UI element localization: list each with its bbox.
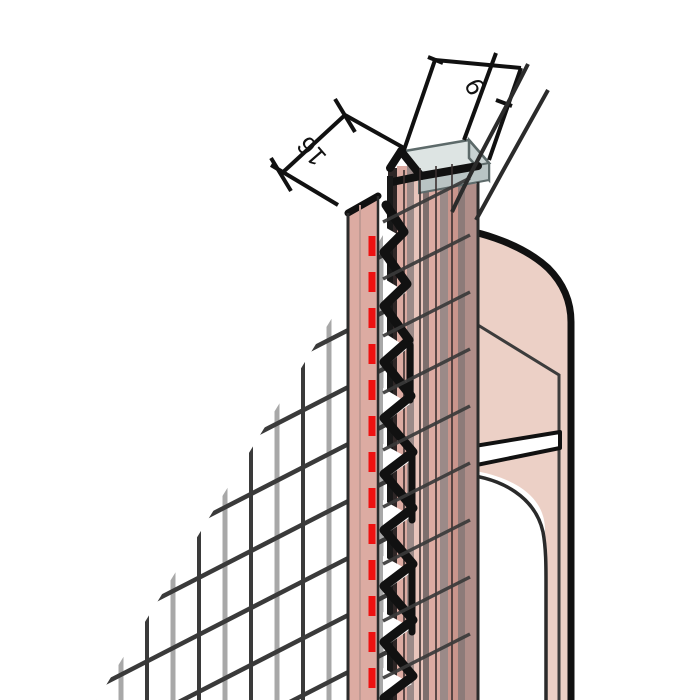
left-render-slab <box>344 192 382 700</box>
mesh-front-overlay <box>382 176 471 680</box>
cutaway-break-curve <box>454 472 548 700</box>
mesh-anchor-zigzag <box>379 200 418 700</box>
dim9-dimension-line <box>434 58 522 70</box>
dimension-9: 9 <box>402 52 523 161</box>
profile-head-outline <box>386 147 482 186</box>
dim9-extension-left <box>402 59 437 151</box>
dim16-leader-right <box>344 113 405 150</box>
dim16-tick-left <box>269 156 293 193</box>
anchor-spine-stitches <box>406 341 416 636</box>
dim16-extension-left <box>269 163 340 207</box>
wall-inner-panel-line <box>472 320 561 700</box>
dim9-tick-left <box>427 55 444 65</box>
profile-right-flank <box>465 172 478 700</box>
dim9-tick-right <box>495 98 513 108</box>
dim16-tick-right <box>333 97 357 134</box>
dim9-extension-right <box>487 67 523 161</box>
dim16-dimension-line <box>279 113 347 176</box>
dim9-extension-mid <box>462 52 498 141</box>
top-right-curved-leaders <box>450 63 550 221</box>
